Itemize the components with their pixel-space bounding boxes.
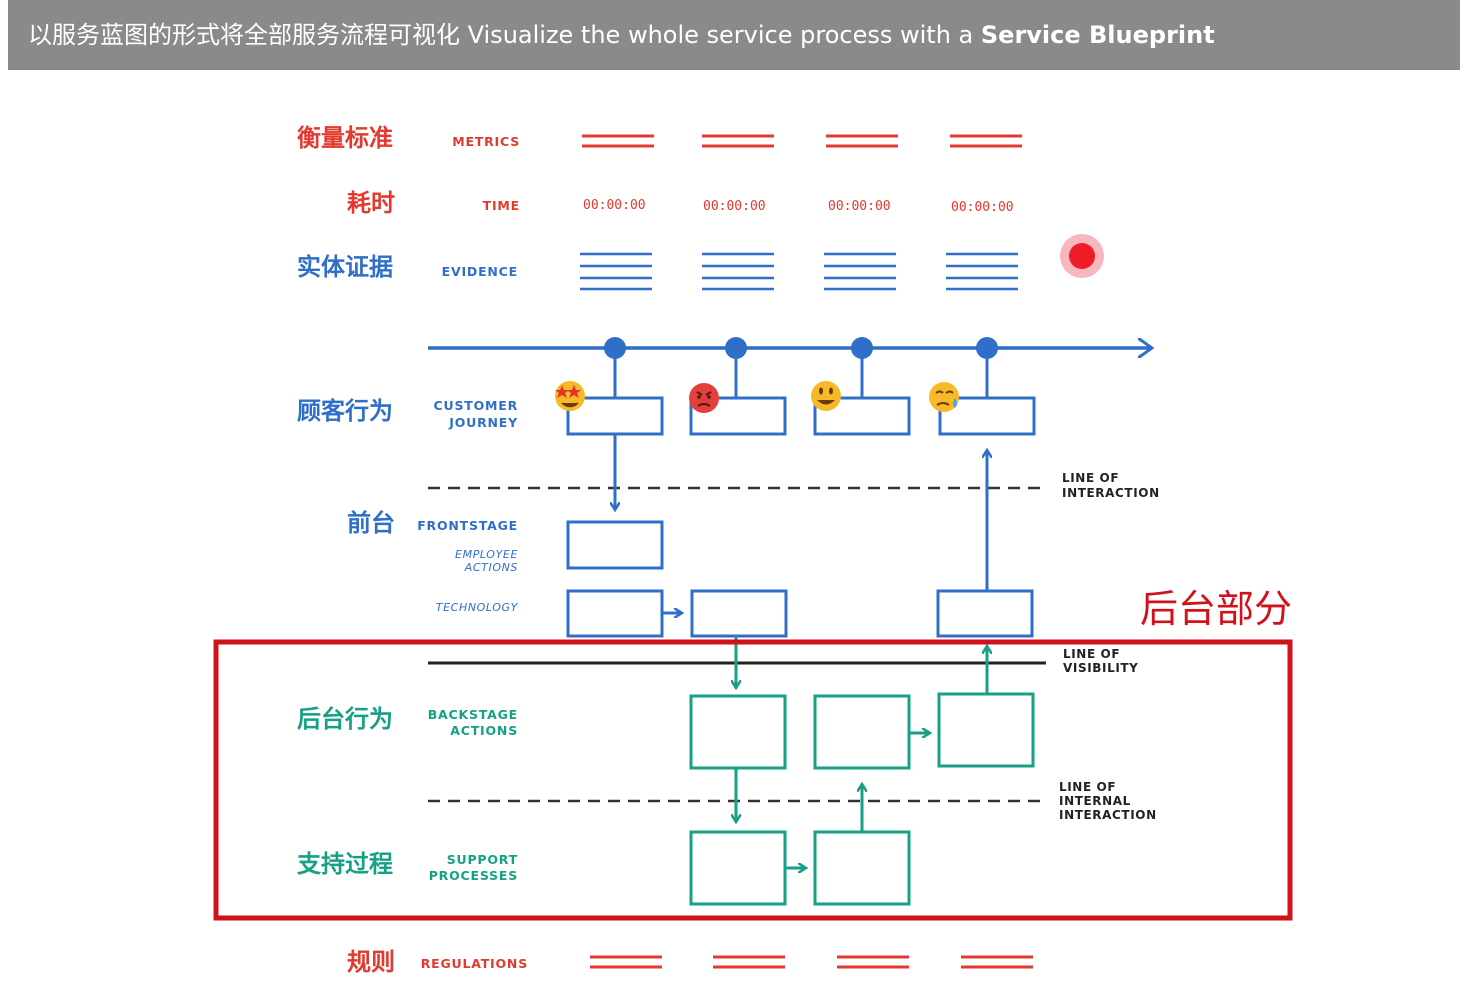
support-box: [813, 830, 911, 906]
time-label-en: TIME: [483, 198, 520, 213]
employee-actions-label-2: ACTIONS: [464, 561, 518, 574]
technology-boxes: [566, 589, 1034, 638]
evidence-label-en: EVIDENCE: [442, 264, 518, 279]
evidence-marks: [580, 252, 1018, 291]
star-struck-emoji-icon: [555, 381, 585, 411]
banner-title-text: 以服务蓝图的形式将全部服务流程可视化 Visualize the whole s…: [28, 21, 981, 49]
backstage-boxes: [689, 692, 1035, 770]
metrics-marks: [582, 134, 1022, 148]
backstage-label-en-2: ACTIONS: [450, 723, 518, 738]
record-dot-icon: [1069, 243, 1095, 269]
metrics-label-en: METRICS: [452, 134, 520, 149]
backstage-label-zh: 后台行为: [297, 705, 393, 733]
title-banner: 以服务蓝图的形式将全部服务流程可视化 Visualize the whole s…: [8, 0, 1460, 70]
journey-stems: [613, 348, 989, 398]
banner-title: 以服务蓝图的形式将全部服务流程可视化 Visualize the whole s…: [28, 18, 1215, 52]
backstage-box: [689, 694, 787, 770]
customer-boxes: [566, 396, 1036, 436]
sad-emoji-icon: [929, 382, 959, 412]
line-of-visibility-label-2: VISIBILITY: [1063, 661, 1138, 675]
time-value-3: 00:00:00: [828, 199, 891, 214]
line-of-visibility-label-1: LINE OF: [1063, 647, 1120, 661]
backstage-label-en-1: BACKSTAGE: [428, 707, 518, 722]
smiley-emoji-icon: [811, 381, 841, 411]
banner-title-bold: Service Blueprint: [980, 21, 1215, 49]
frontstage-label-en: FRONTSTAGE: [417, 518, 518, 533]
support-label-en-2: PROCESSES: [429, 868, 518, 883]
regulations-label-zh: 规则: [347, 948, 395, 976]
backstage-box: [813, 694, 911, 770]
line-of-internal-label-1: LINE OF: [1059, 780, 1116, 794]
line-of-internal-label-2: INTERNAL: [1059, 794, 1131, 808]
metrics-label-zh: 衡量标准: [297, 124, 393, 152]
technology-box: [566, 589, 664, 638]
angry-emoji-icon: [689, 383, 719, 413]
support-label-en-1: SUPPORT: [447, 852, 518, 867]
customer-label-zh: 顾客行为: [297, 397, 393, 425]
technology-box: [936, 589, 1034, 638]
support-label-zh: 支持过程: [297, 850, 393, 878]
backstage-annotation-label: 后台部分: [1140, 587, 1292, 631]
time-value-4: 00:00:00: [951, 200, 1014, 215]
customer-label-en-1: CUSTOMER: [434, 398, 518, 413]
line-of-interaction-label-1: LINE OF: [1062, 471, 1119, 485]
customer-step-box: [938, 396, 1036, 436]
regulations-marks: [590, 955, 1033, 969]
line-of-internal-label-3: INTERACTION: [1059, 808, 1157, 822]
evidence-label-zh: 实体证据: [297, 253, 393, 281]
customer-step-box: [689, 396, 787, 436]
employee-action-box: [566, 520, 664, 570]
employee-actions-label-1: EMPLOYEE: [455, 548, 518, 561]
time-value-2: 00:00:00: [703, 199, 766, 214]
support-box: [689, 830, 787, 906]
frontstage-label-zh: 前台: [347, 509, 395, 537]
backstage-highlight-frame: [213, 639, 1293, 921]
time-label-zh: 耗时: [347, 189, 395, 217]
line-of-interaction-label-2: INTERACTION: [1062, 486, 1160, 500]
backstage-box: [937, 692, 1035, 768]
regulations-label-en: REGULATIONS: [421, 956, 528, 971]
technology-box: [690, 589, 788, 638]
customer-step-box: [813, 396, 911, 436]
technology-label: TECHNOLOGY: [436, 601, 519, 614]
time-value-1: 00:00:00: [583, 198, 646, 213]
customer-label-en-2: JOURNEY: [448, 415, 518, 430]
